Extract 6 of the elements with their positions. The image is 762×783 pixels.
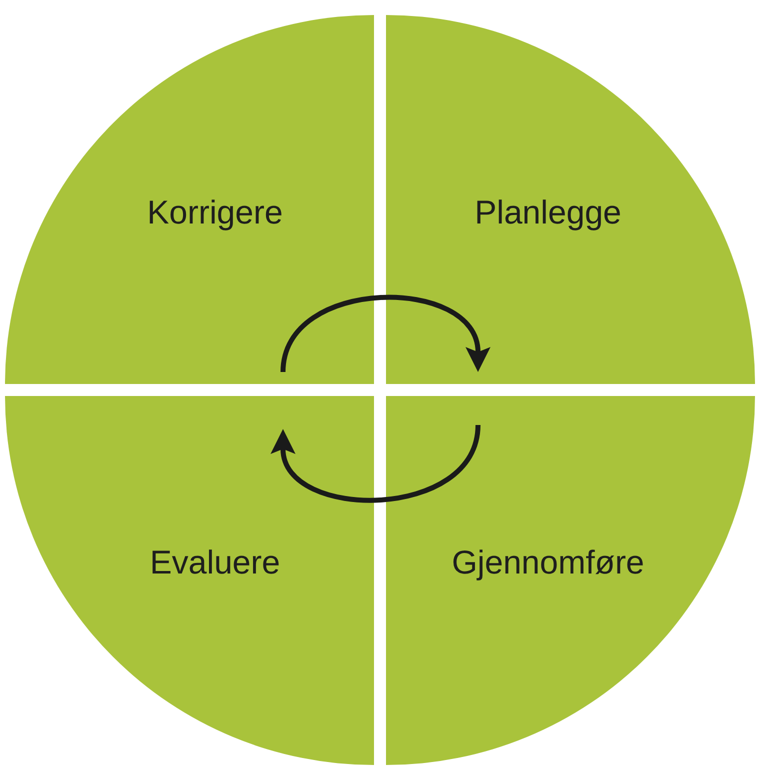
stage-label: Korrigere xyxy=(147,192,283,232)
cycle-arrow xyxy=(272,424,480,502)
stage-label: Evaluere xyxy=(150,542,280,582)
cycle-arrow xyxy=(280,295,490,372)
stage-label: Planlegge xyxy=(474,192,622,232)
stage-label: Gjennomføre xyxy=(452,542,644,582)
